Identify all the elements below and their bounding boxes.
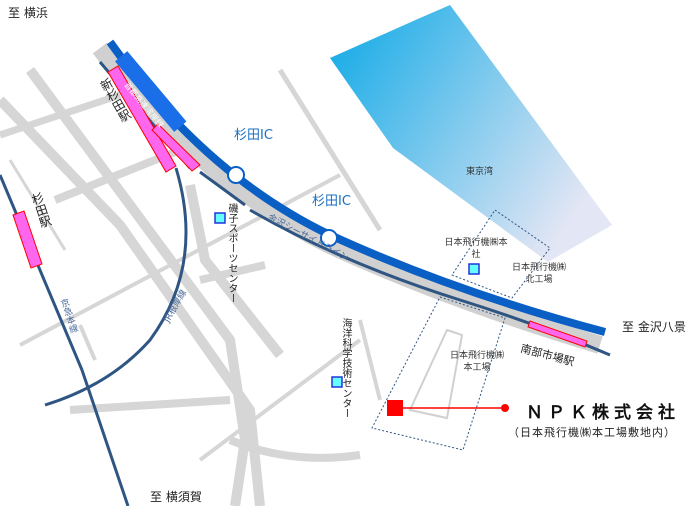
ic-label-2: 杉田IC bbox=[312, 194, 351, 209]
direction-kanazawa-hakkei: 至 金沢八景 bbox=[622, 320, 686, 334]
sports-center-icon bbox=[214, 212, 226, 224]
ic-label-1: 杉田IC bbox=[234, 128, 273, 143]
sports-center-label: 磯子スポーツセンター bbox=[226, 203, 237, 303]
ic-sugita-2 bbox=[320, 229, 338, 247]
ic-sugita-1 bbox=[227, 166, 245, 184]
station-shin-sugita-marker bbox=[107, 65, 201, 173]
direction-yokosuka: 至 横須賀 bbox=[150, 490, 202, 504]
main-factory-building bbox=[408, 328, 464, 420]
marine-center-label: 海洋科学技術センター bbox=[340, 318, 351, 418]
main-factory-label: 日本飛行機㈱本工場 bbox=[449, 351, 504, 373]
company-name: ＮＰＫ株式会社 bbox=[526, 403, 680, 423]
main-factory-boundary bbox=[371, 296, 506, 451]
hq-facility-icon bbox=[468, 263, 480, 275]
expressway-label-bg bbox=[115, 51, 187, 132]
company-location-note: （日本飛行機㈱本工場敷地内） bbox=[508, 426, 676, 439]
station-sugita-marker bbox=[12, 210, 43, 269]
sea-label: 東京湾 bbox=[466, 167, 494, 177]
station-nambu-shijo-marker bbox=[527, 320, 588, 348]
jr-negishi-line bbox=[44, 167, 188, 407]
npk-marker bbox=[387, 400, 403, 416]
direction-yokohama: 至 横浜 bbox=[8, 6, 48, 20]
marine-center-icon bbox=[331, 376, 343, 388]
hq-boundary bbox=[451, 209, 551, 299]
roads bbox=[0, 67, 383, 506]
sea-area bbox=[330, 5, 612, 262]
hq-label: 日本飛行機㈱本 社 bbox=[444, 238, 508, 260]
npk-leader-dot bbox=[501, 404, 509, 412]
north-factory-label: 日本飛行機㈱北工場 bbox=[511, 263, 566, 285]
